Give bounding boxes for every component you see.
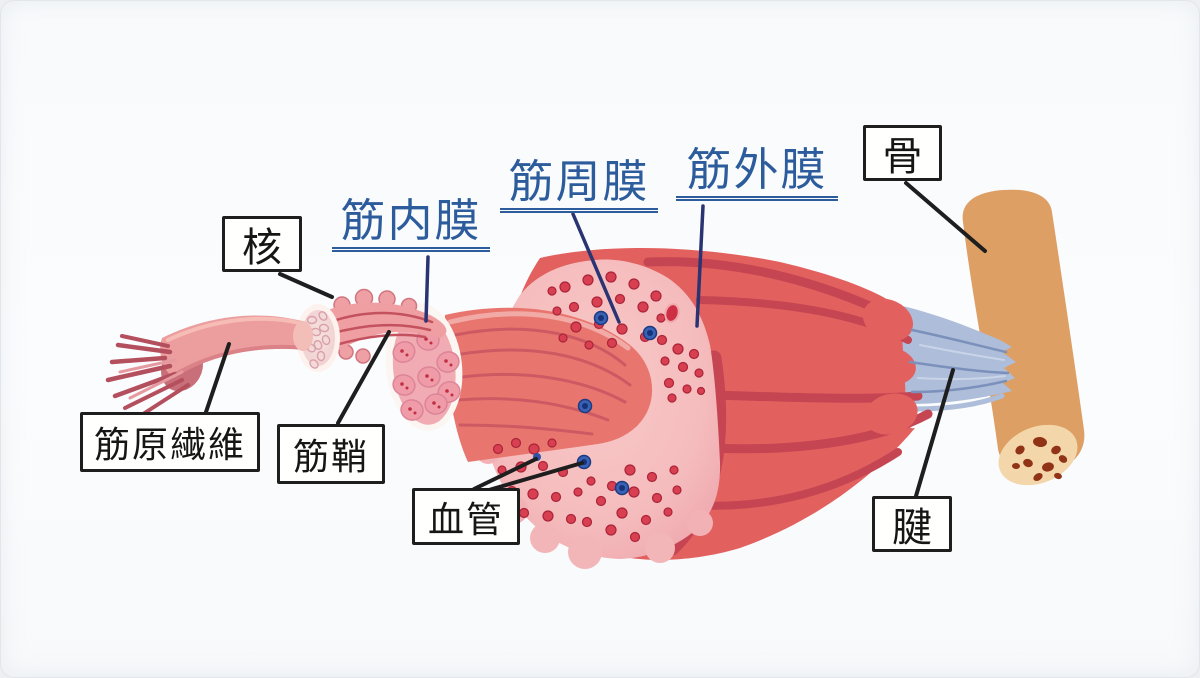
label-endomysium: 筋内膜 [332,197,490,253]
leader-lines-navy [424,204,705,328]
fascicle-bundle [444,307,653,462]
leader-nucleus [278,272,334,299]
double-underline [332,247,490,253]
blood-vessel-dots [533,310,658,496]
bone-marrow-spots [1012,436,1068,481]
double-underline [676,196,838,202]
leader-perimysium [571,212,621,324]
double-underline [500,208,658,214]
leader-blood-vessel-1 [472,457,538,491]
leader-blood-vessel-2 [480,461,584,494]
label-bone: 骨 [863,125,942,181]
label-nucleus: 核 [222,216,302,272]
label-tendon: 腱 [872,496,952,552]
leader-endomysium [424,255,430,323]
label-perimysium: 筋周膜 [500,158,658,214]
fiber-cross-section [296,304,340,372]
bone-shape [962,189,1085,486]
fiber-dots [492,271,706,543]
leader-sarcolemma [336,330,391,425]
label-myofibril: 筋原繊維 [80,412,260,472]
bone-cut-face [998,424,1078,486]
label-sarcolemma: 筋鞘 [277,424,385,484]
leader-tendon [914,368,955,498]
myofibril-strands [105,334,190,418]
leader-epimysium [695,204,705,328]
tendon-fiber-lines [908,328,1010,394]
artery-dot [664,303,680,323]
fascicle-fibers [392,329,461,421]
single-muscle-fiber [105,315,313,418]
leader-bone [904,181,987,253]
label-epimysium: 筋外膜 [676,146,838,202]
leader-lines-black [204,181,987,498]
leader-myofibril [204,342,231,414]
label-blood-vessel: 血管 [412,488,520,545]
muscle-fiber-tube [319,288,447,364]
